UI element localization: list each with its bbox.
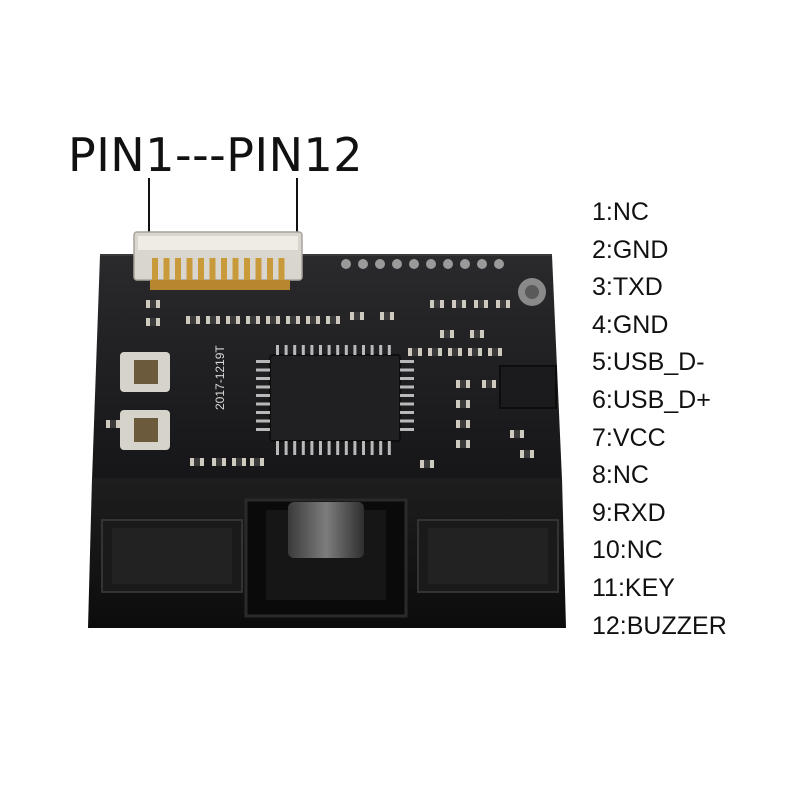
- front-housing: [88, 478, 566, 628]
- pin-list-item: 7:VCC: [592, 423, 666, 452]
- pin12-leader-line: [296, 178, 298, 238]
- pin-assignment-list: 1:NC 2:GND 3:TXD 4:GND 5:USB_D- 6:USB_D+…: [592, 194, 727, 645]
- pin-list-item: 12:BUZZER: [592, 611, 727, 640]
- small-ic-chip: [499, 365, 557, 409]
- date-code-label: 2017-1219T: [213, 345, 227, 410]
- pin1-leader-line: [148, 178, 150, 238]
- pin-list-item: 10:NC: [592, 536, 663, 565]
- top-dots: [341, 259, 504, 269]
- pin-list-item: 5:USB_D-: [592, 348, 705, 377]
- pin-list-item: 11:KEY: [592, 573, 675, 602]
- pin-list-item: 8:NC: [592, 461, 649, 490]
- main-ic-chip: [256, 345, 414, 455]
- fpc-connector: [133, 231, 303, 290]
- connector-pins: [152, 258, 285, 282]
- inductors: [120, 352, 170, 450]
- pin-range-title: PIN1---PIN12: [68, 128, 364, 182]
- pin-list-item: 2:GND: [592, 235, 669, 264]
- pin-list-item: 6:USB_D+: [592, 385, 711, 414]
- smd-components: [106, 300, 534, 468]
- pin-list-item: 9:RXD: [592, 498, 666, 527]
- screw-mount: [518, 278, 546, 306]
- pin-list-item: 4:GND: [592, 310, 669, 339]
- pin-list-item: 1:NC: [592, 198, 649, 226]
- pin-list-item: 3:TXD: [592, 273, 663, 302]
